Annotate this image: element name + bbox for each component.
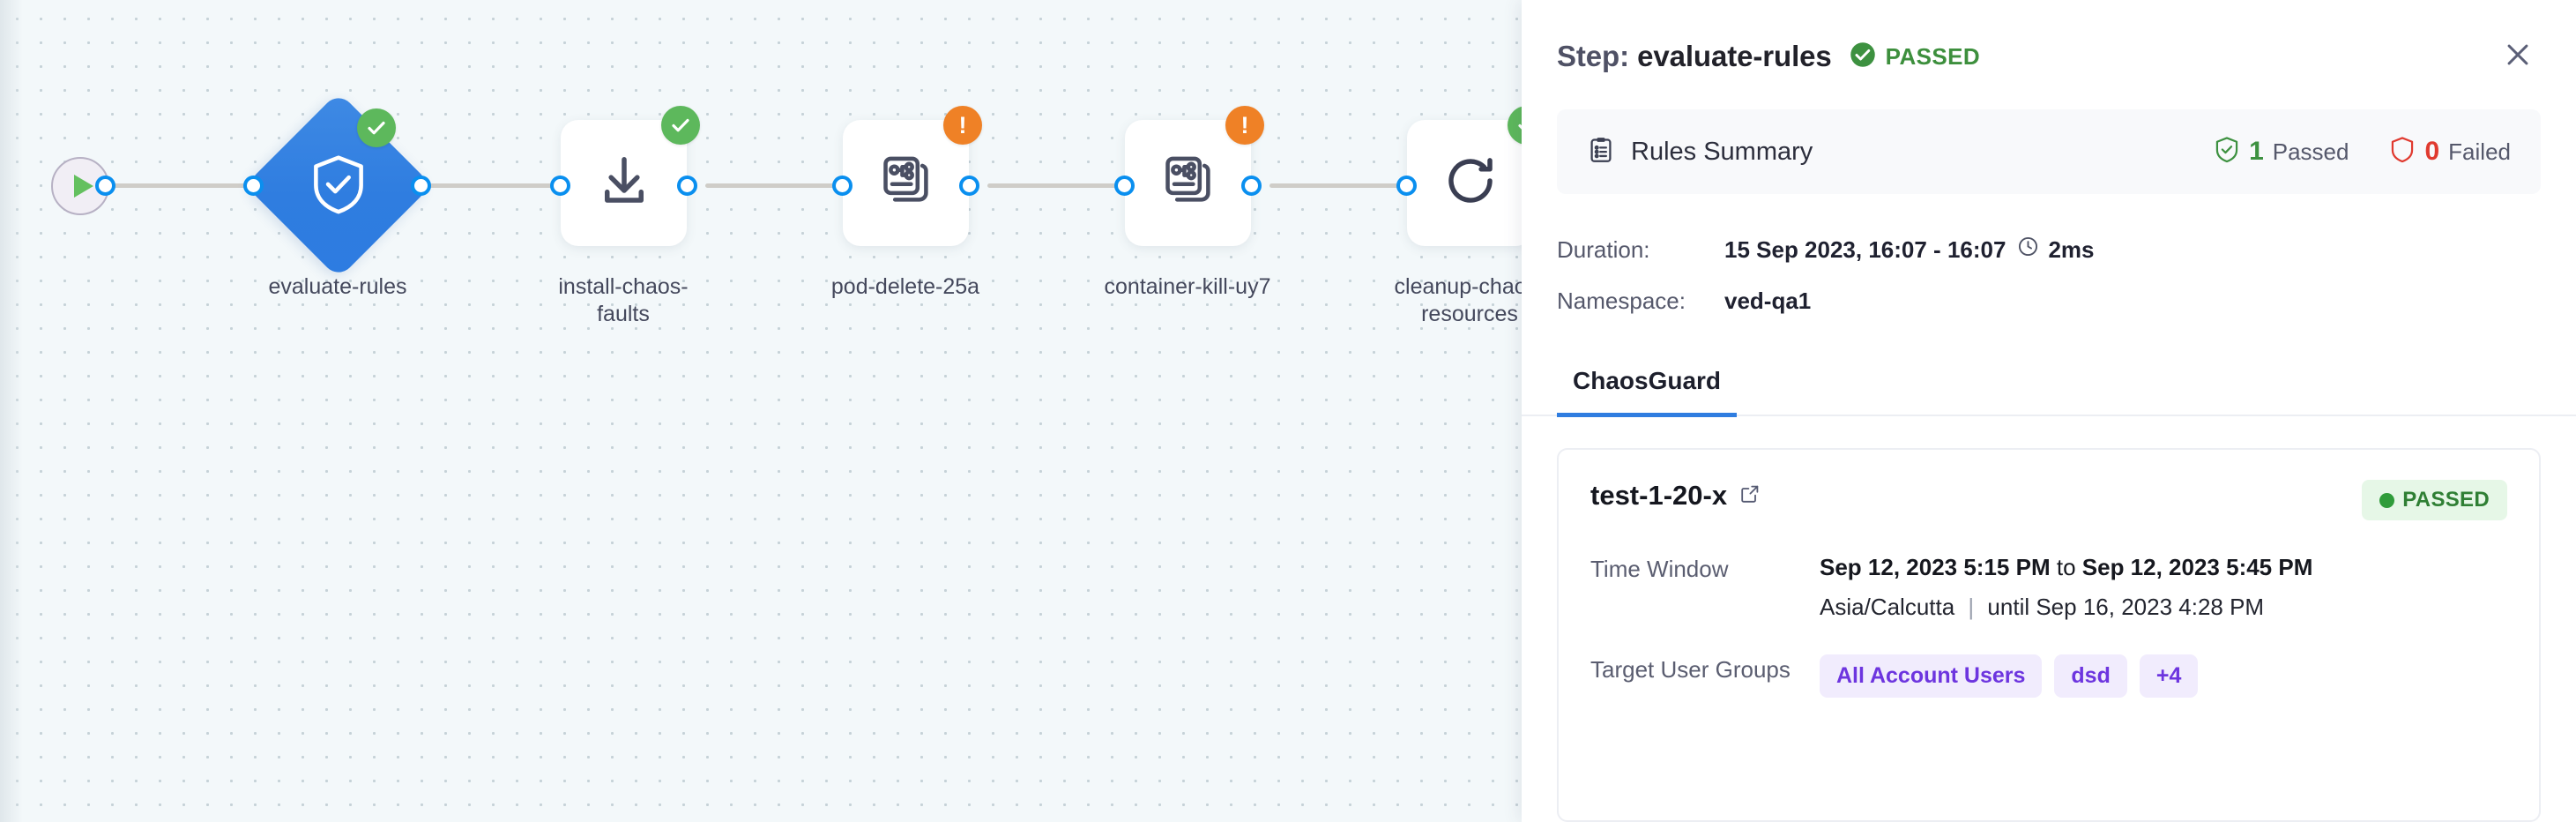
chip-all-account-users[interactable]: All Account Users: [1820, 654, 2043, 698]
node-port[interactable]: [1114, 176, 1135, 196]
clock-icon: [2017, 235, 2039, 264]
pipeline-node-install-chaos-faults[interactable]: [561, 106, 700, 246]
pipeline-node-container-kill-uy7[interactable]: !: [1125, 106, 1264, 246]
node-label-pod-delete-25a: pod-delete-25a: [830, 274, 980, 299]
check-circle-icon: [1850, 41, 1876, 72]
external-link-icon[interactable]: [1739, 480, 1761, 512]
test-name: test-1-20-x: [1590, 480, 1761, 512]
node-port[interactable]: [95, 176, 115, 196]
connector-rail: [411, 183, 570, 188]
refresh-icon: [1441, 152, 1500, 214]
node-label-evaluate-rules: evaluate-rules: [268, 274, 407, 299]
rules-passed-count: 1: [2249, 137, 2264, 166]
node-port[interactable]: [1241, 176, 1262, 196]
meta-row-namespace: Namespace: ved-qa1: [1557, 275, 2541, 326]
connector-rail: [987, 183, 1144, 188]
status-badge-passed: [357, 108, 396, 147]
step-label: Step:: [1557, 40, 1630, 72]
page-title: Step: evaluate-rules: [1557, 40, 1832, 73]
node-port[interactable]: [832, 176, 852, 196]
connector-rail: [1269, 183, 1430, 188]
status-badge-passed: [661, 106, 700, 145]
panel-tabs: ChaosGuard: [1522, 353, 2576, 417]
pipeline-canvas[interactable]: evaluate-rules install-chaos-faults: [0, 0, 1522, 822]
divider: |: [1968, 594, 1975, 620]
tab-chaosguard[interactable]: ChaosGuard: [1557, 353, 1738, 417]
chaos-experiment-icon: [878, 153, 934, 213]
shield-check-icon: [245, 92, 432, 279]
connector-rail: [106, 183, 275, 188]
pipeline-node-evaluate-rules[interactable]: [244, 91, 433, 280]
download-icon: [595, 152, 653, 214]
namespace-label: Namespace:: [1557, 287, 1686, 314]
target-user-groups-chips: All Account Users dsd +4: [1820, 654, 2199, 698]
pipeline-node-cleanup-chaos-resources[interactable]: [1407, 106, 1522, 246]
row-target-user-groups: Target User Groups All Account Users dsd…: [1590, 654, 2507, 698]
duration-value: 2ms: [2048, 235, 2095, 263]
status-badge-warning: !: [943, 106, 982, 145]
shield-outline-icon: [2389, 136, 2416, 168]
rules-summary-card: Rules Summary 1 Passed: [1557, 109, 2541, 194]
exclamation-glyph: !: [1240, 111, 1249, 138]
node-port[interactable]: [959, 176, 979, 196]
rules-failed-stat: 0 Failed: [2389, 136, 2511, 168]
test-status-text: PASSED: [2402, 488, 2490, 512]
duration-range: 15 Sep 2023, 16:07 - 16:07: [1724, 235, 2006, 263]
row-time-window: Time Window Sep 12, 2023 5:15 PM to Sep …: [1590, 554, 2507, 621]
node-port[interactable]: [677, 176, 697, 196]
target-user-groups-label: Target User Groups: [1590, 656, 1791, 683]
shield-check-icon: [2214, 136, 2240, 168]
node-port[interactable]: [1396, 176, 1417, 196]
play-icon: [74, 175, 93, 198]
status-badge: PASSED: [1850, 41, 1980, 72]
status-text: PASSED: [1885, 42, 1981, 70]
node-label-install-chaos-faults: install-chaos-faults: [558, 274, 689, 326]
rules-passed-stat: 1 Passed: [2214, 136, 2349, 168]
connector-rail: [705, 183, 853, 188]
close-icon: [2503, 40, 2533, 74]
status-dot-icon: [2379, 492, 2395, 508]
close-button[interactable]: [2495, 34, 2541, 79]
until-text: until Sep 16, 2023 4:28 PM: [1987, 594, 2265, 620]
timezone-text: Asia/Calcutta: [1820, 594, 1955, 620]
time-window-start: Sep 12, 2023 5:15 PM: [1820, 554, 2051, 580]
clipboard-icon: [1587, 136, 1615, 168]
step-name: evaluate-rules: [1637, 40, 1832, 72]
duration-label: Duration:: [1557, 235, 1650, 263]
status-badge-warning: !: [1225, 106, 1264, 145]
exclamation-glyph: !: [958, 111, 967, 138]
node-label-container-kill-uy7: container-kill-uy7: [1104, 274, 1271, 299]
rules-failed-count: 0: [2424, 137, 2440, 166]
node-port[interactable]: [243, 176, 264, 196]
test-name-text: test-1-20-x: [1590, 480, 1728, 511]
step-detail-panel: Step: evaluate-rules PASSED: [1522, 0, 2576, 822]
pipeline-node-pod-delete-25a[interactable]: !: [843, 106, 982, 246]
chaosguard-test-card: test-1-20-x PASSED Time Window: [1557, 448, 2541, 822]
time-window-label: Time Window: [1590, 556, 1729, 582]
rules-summary-title: Rules Summary: [1631, 137, 1813, 166]
chip-dsd[interactable]: dsd: [2054, 654, 2127, 698]
rules-passed-label: Passed: [2272, 138, 2349, 165]
panel-header: Step: evaluate-rules PASSED: [1522, 0, 2576, 79]
node-label-cleanup-chaos-resources: cleanup-chaos-resources: [1394, 274, 1522, 326]
namespace-value: ved-qa1: [1724, 287, 1812, 314]
chip-more-count[interactable]: +4: [2139, 654, 2199, 698]
time-window-to: to: [2056, 554, 2076, 580]
node-port[interactable]: [411, 176, 431, 196]
meta-row-duration: Duration: 15 Sep 2023, 16:07 - 16:07 2ms: [1557, 224, 2541, 275]
step-meta: Duration: 15 Sep 2023, 16:07 - 16:07 2ms…: [1557, 224, 2541, 326]
status-badge-passed: [1508, 106, 1522, 145]
chaos-experiment-icon: [1160, 153, 1217, 213]
rules-failed-label: Failed: [2448, 138, 2511, 165]
time-window-end: Sep 12, 2023 5:45 PM: [2081, 554, 2313, 580]
node-port[interactable]: [550, 176, 570, 196]
test-status-badge: PASSED: [2362, 480, 2507, 520]
